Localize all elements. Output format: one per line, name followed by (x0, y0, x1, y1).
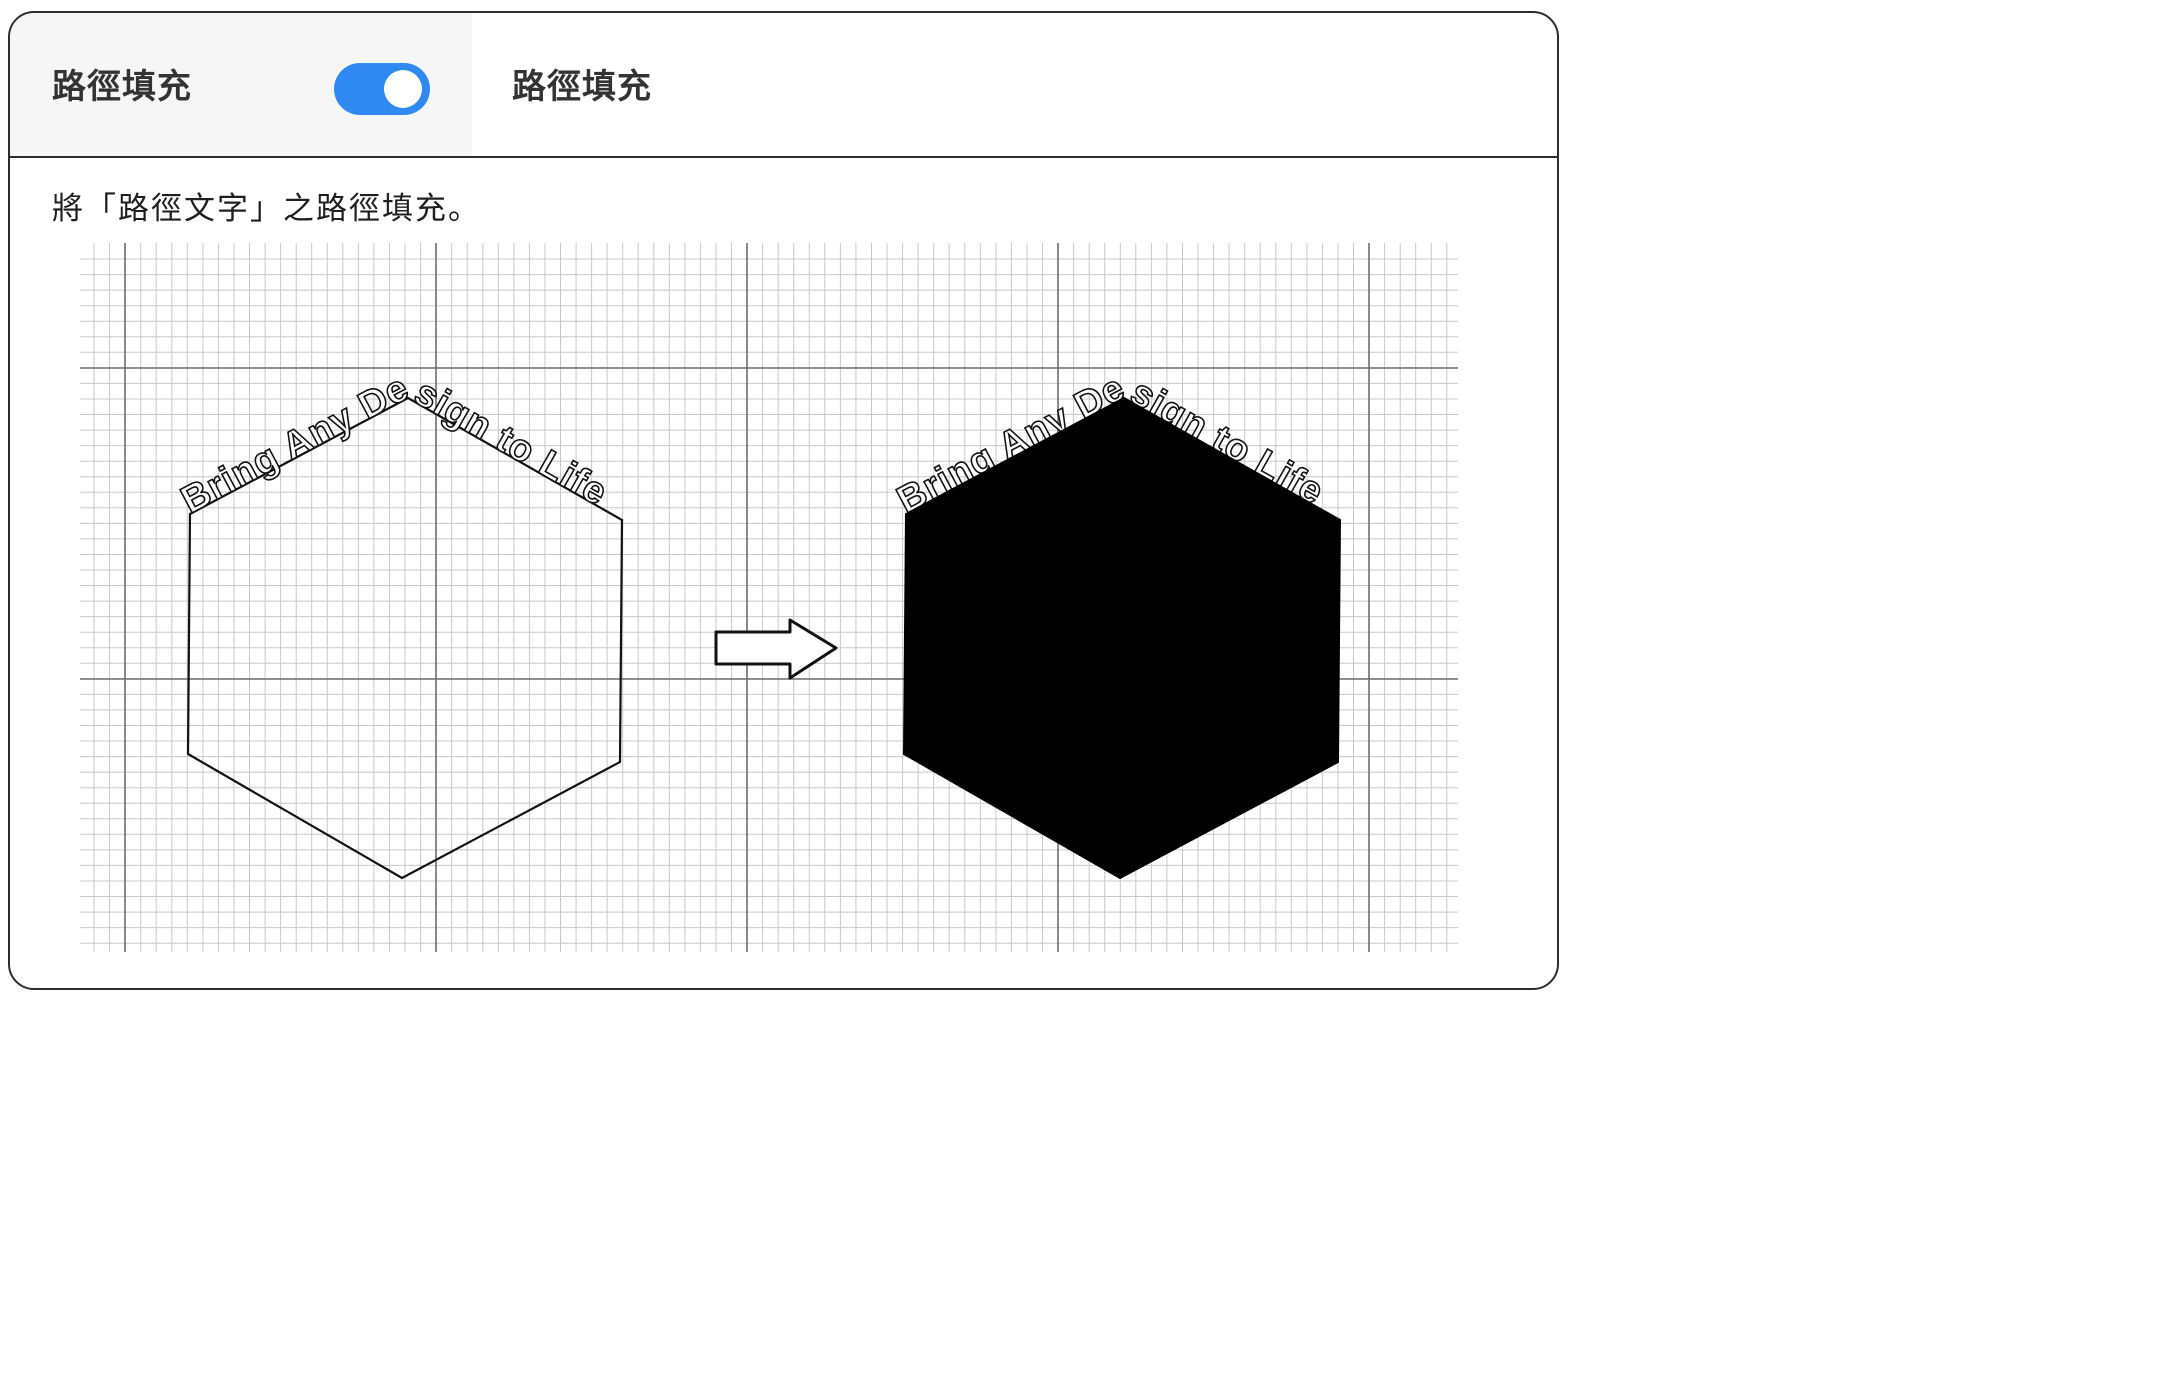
feature-title: 路徑填充 (512, 67, 652, 107)
path-fill-diagram: Bring Any Design to Life Bring Any Desig… (80, 243, 1458, 952)
setting-label: 路徑填充 (52, 67, 192, 107)
card-header: 路徑填充 路徑填充 (10, 13, 1557, 158)
path-fill-toggle[interactable] (334, 63, 430, 115)
right-arrow-icon (714, 618, 838, 680)
after-shape: Bring Any Design to Life (890, 366, 1342, 880)
hexagon-filled (902, 396, 1342, 880)
hexagon-outline (186, 396, 624, 880)
curved-text-before: Bring Any Design to Life (174, 367, 614, 522)
before-shape: Bring Any Design to Life (174, 366, 624, 880)
toggle-knob (384, 70, 422, 108)
feature-description: 將「路徑文字」之路徑填充。 (52, 191, 481, 227)
setting-row: 路徑填充 (10, 13, 472, 156)
